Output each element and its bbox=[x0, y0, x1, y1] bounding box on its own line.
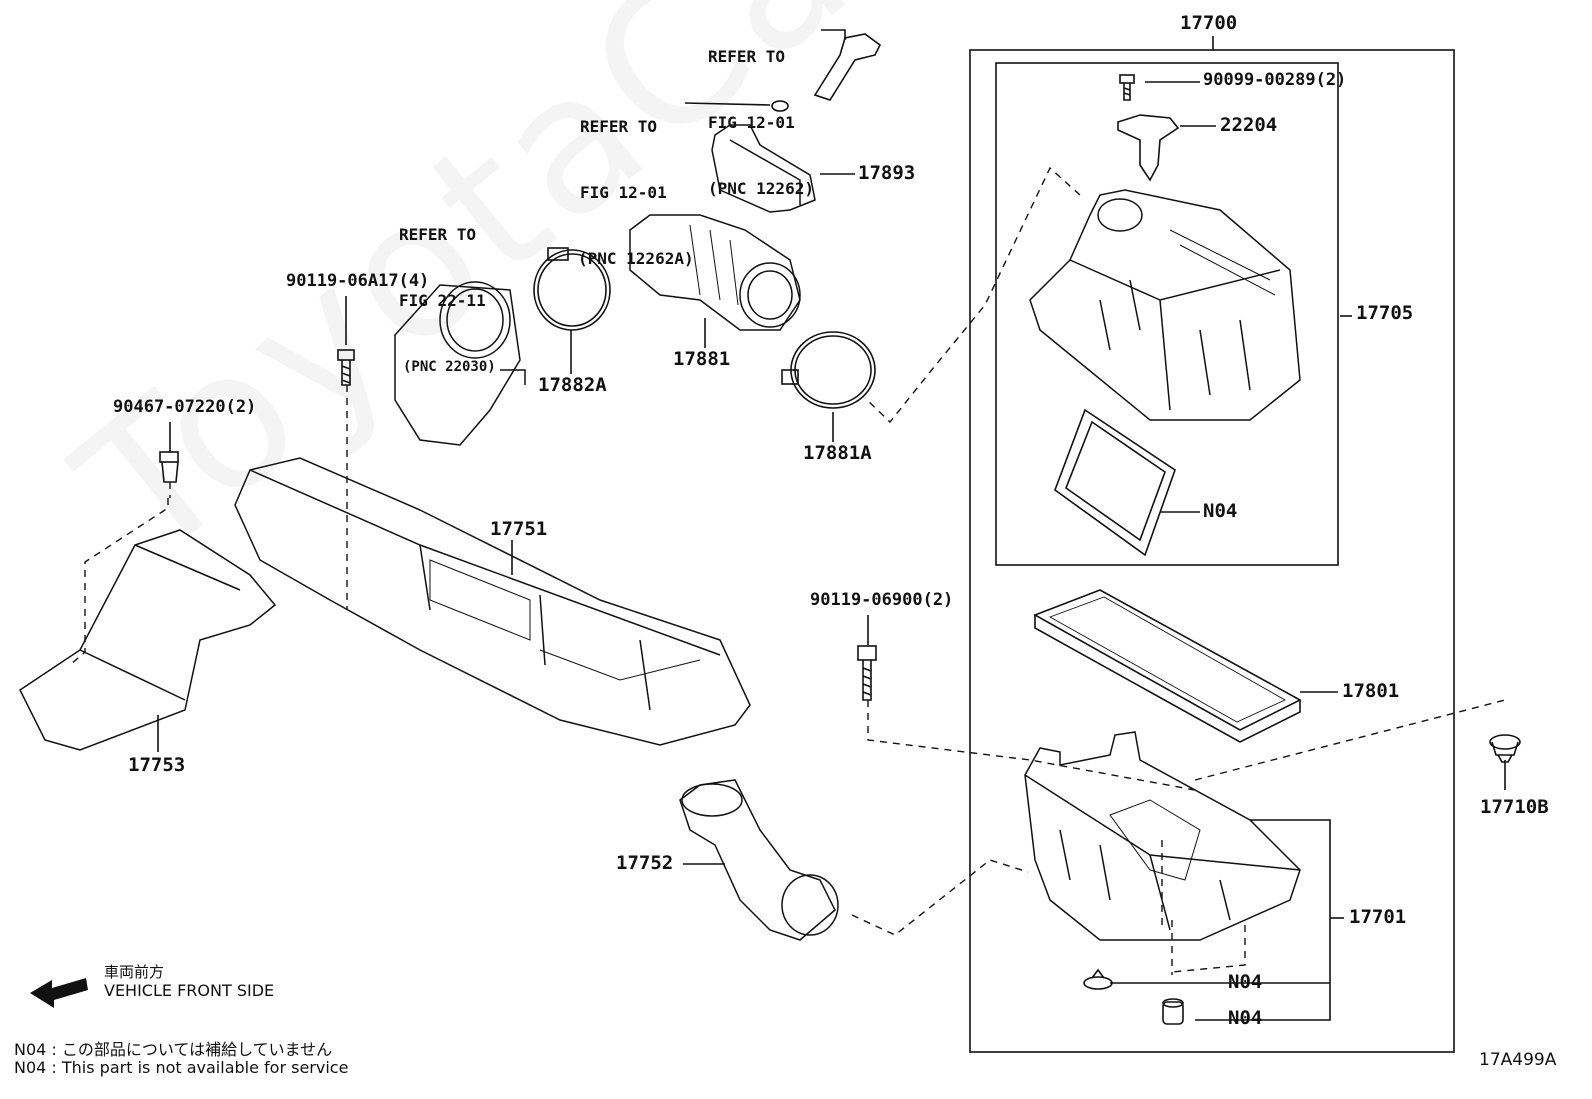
part-12262-pcv-hose bbox=[813, 33, 882, 101]
label-90119-06900: 90119-06900(2) bbox=[810, 590, 954, 610]
refer-pnc-22030: REFER TO FIG 22-11 (PNC 22030) bbox=[399, 180, 496, 422]
label-n04-a: N04 bbox=[1228, 971, 1263, 993]
part-12262A-clip bbox=[771, 100, 789, 112]
label-n04-gasket: N04 bbox=[1203, 500, 1238, 522]
part-17881A-clamp bbox=[781, 331, 876, 409]
part-17752-hose bbox=[679, 779, 839, 941]
part-17881-intake-hose bbox=[629, 214, 801, 331]
part-90119-06900-bolt bbox=[857, 645, 877, 701]
arrow-icon bbox=[30, 978, 88, 1008]
label-22204: 22204 bbox=[1220, 114, 1278, 136]
refer-pnc-12262: REFER TO FIG 12-01 (PNC 12262) bbox=[708, 2, 814, 244]
label-17753: 17753 bbox=[128, 754, 186, 776]
direction-en: VEHICLE FRONT SIDE bbox=[104, 981, 275, 1000]
label-17893: 17893 bbox=[858, 162, 916, 184]
refer-line: REFER TO bbox=[580, 117, 658, 136]
label-17701: 17701 bbox=[1349, 906, 1407, 928]
refer-line: (PNC 12262) bbox=[708, 179, 814, 198]
part-17751-inlet-duct bbox=[234, 457, 751, 746]
direction-jp: 車両前方 bbox=[104, 963, 165, 981]
label-17881A: 17881A bbox=[803, 442, 872, 464]
label-17751: 17751 bbox=[490, 518, 548, 540]
part-17710B-grommet bbox=[1489, 734, 1521, 763]
note-jp: N04 : この部品については補給していません bbox=[14, 1040, 333, 1059]
part-n04-cap-b bbox=[1162, 998, 1184, 1025]
label-17710B: 17710B bbox=[1480, 796, 1549, 818]
label-n04-b: N04 bbox=[1228, 1007, 1263, 1029]
refer-line: (PNC 22030) bbox=[403, 359, 496, 375]
figure-code: 17A499A bbox=[1479, 1050, 1557, 1070]
part-n04-grommet-a bbox=[1083, 968, 1113, 990]
refer-line: FIG 22-11 bbox=[399, 291, 486, 310]
part-17893-resonator bbox=[711, 124, 816, 213]
part-90099-screw bbox=[1119, 74, 1135, 101]
label-17881: 17881 bbox=[673, 348, 731, 370]
label-17705: 17705 bbox=[1356, 302, 1414, 324]
assembly-17700-frame bbox=[969, 49, 1455, 1053]
part-17801-filter bbox=[1033, 589, 1302, 743]
label-90467-07220: 90467-07220(2) bbox=[113, 397, 257, 417]
part-90119-06A17-bolt bbox=[337, 349, 355, 386]
part-17701-lower-case bbox=[1024, 731, 1301, 941]
refer-pnc-12262A: REFER TO FIG 12-01 (PNC 12262A) bbox=[578, 72, 694, 314]
part-17753-duct bbox=[19, 529, 277, 751]
label-17700: 17700 bbox=[1180, 12, 1238, 34]
label-17752: 17752 bbox=[616, 852, 674, 874]
label-17882A: 17882A bbox=[538, 374, 607, 396]
refer-line: (PNC 12262A) bbox=[578, 249, 694, 268]
label-17801: 17801 bbox=[1342, 680, 1400, 702]
part-17882A-clamp bbox=[533, 247, 611, 331]
part-n04-gasket bbox=[1054, 408, 1176, 557]
part-90467-clip bbox=[159, 451, 179, 483]
part-22204-sensor bbox=[1117, 114, 1180, 182]
part-22030-throttle-body bbox=[394, 281, 526, 446]
part-17705-upper-case bbox=[1029, 189, 1301, 421]
label-90119-06A17: 90119-06A17(4) bbox=[286, 271, 430, 291]
refer-line: FIG 12-01 bbox=[580, 183, 667, 202]
label-90099-00289: 90099-00289(2) bbox=[1203, 70, 1347, 90]
refer-line: FIG 12-01 bbox=[708, 113, 795, 132]
note-en: N04 : This part is not available for ser… bbox=[14, 1058, 349, 1077]
refer-line: REFER TO bbox=[399, 225, 477, 244]
refer-line: REFER TO bbox=[708, 47, 786, 66]
subassembly-17705-frame bbox=[995, 62, 1339, 566]
dashed-leaders bbox=[69, 166, 1506, 975]
